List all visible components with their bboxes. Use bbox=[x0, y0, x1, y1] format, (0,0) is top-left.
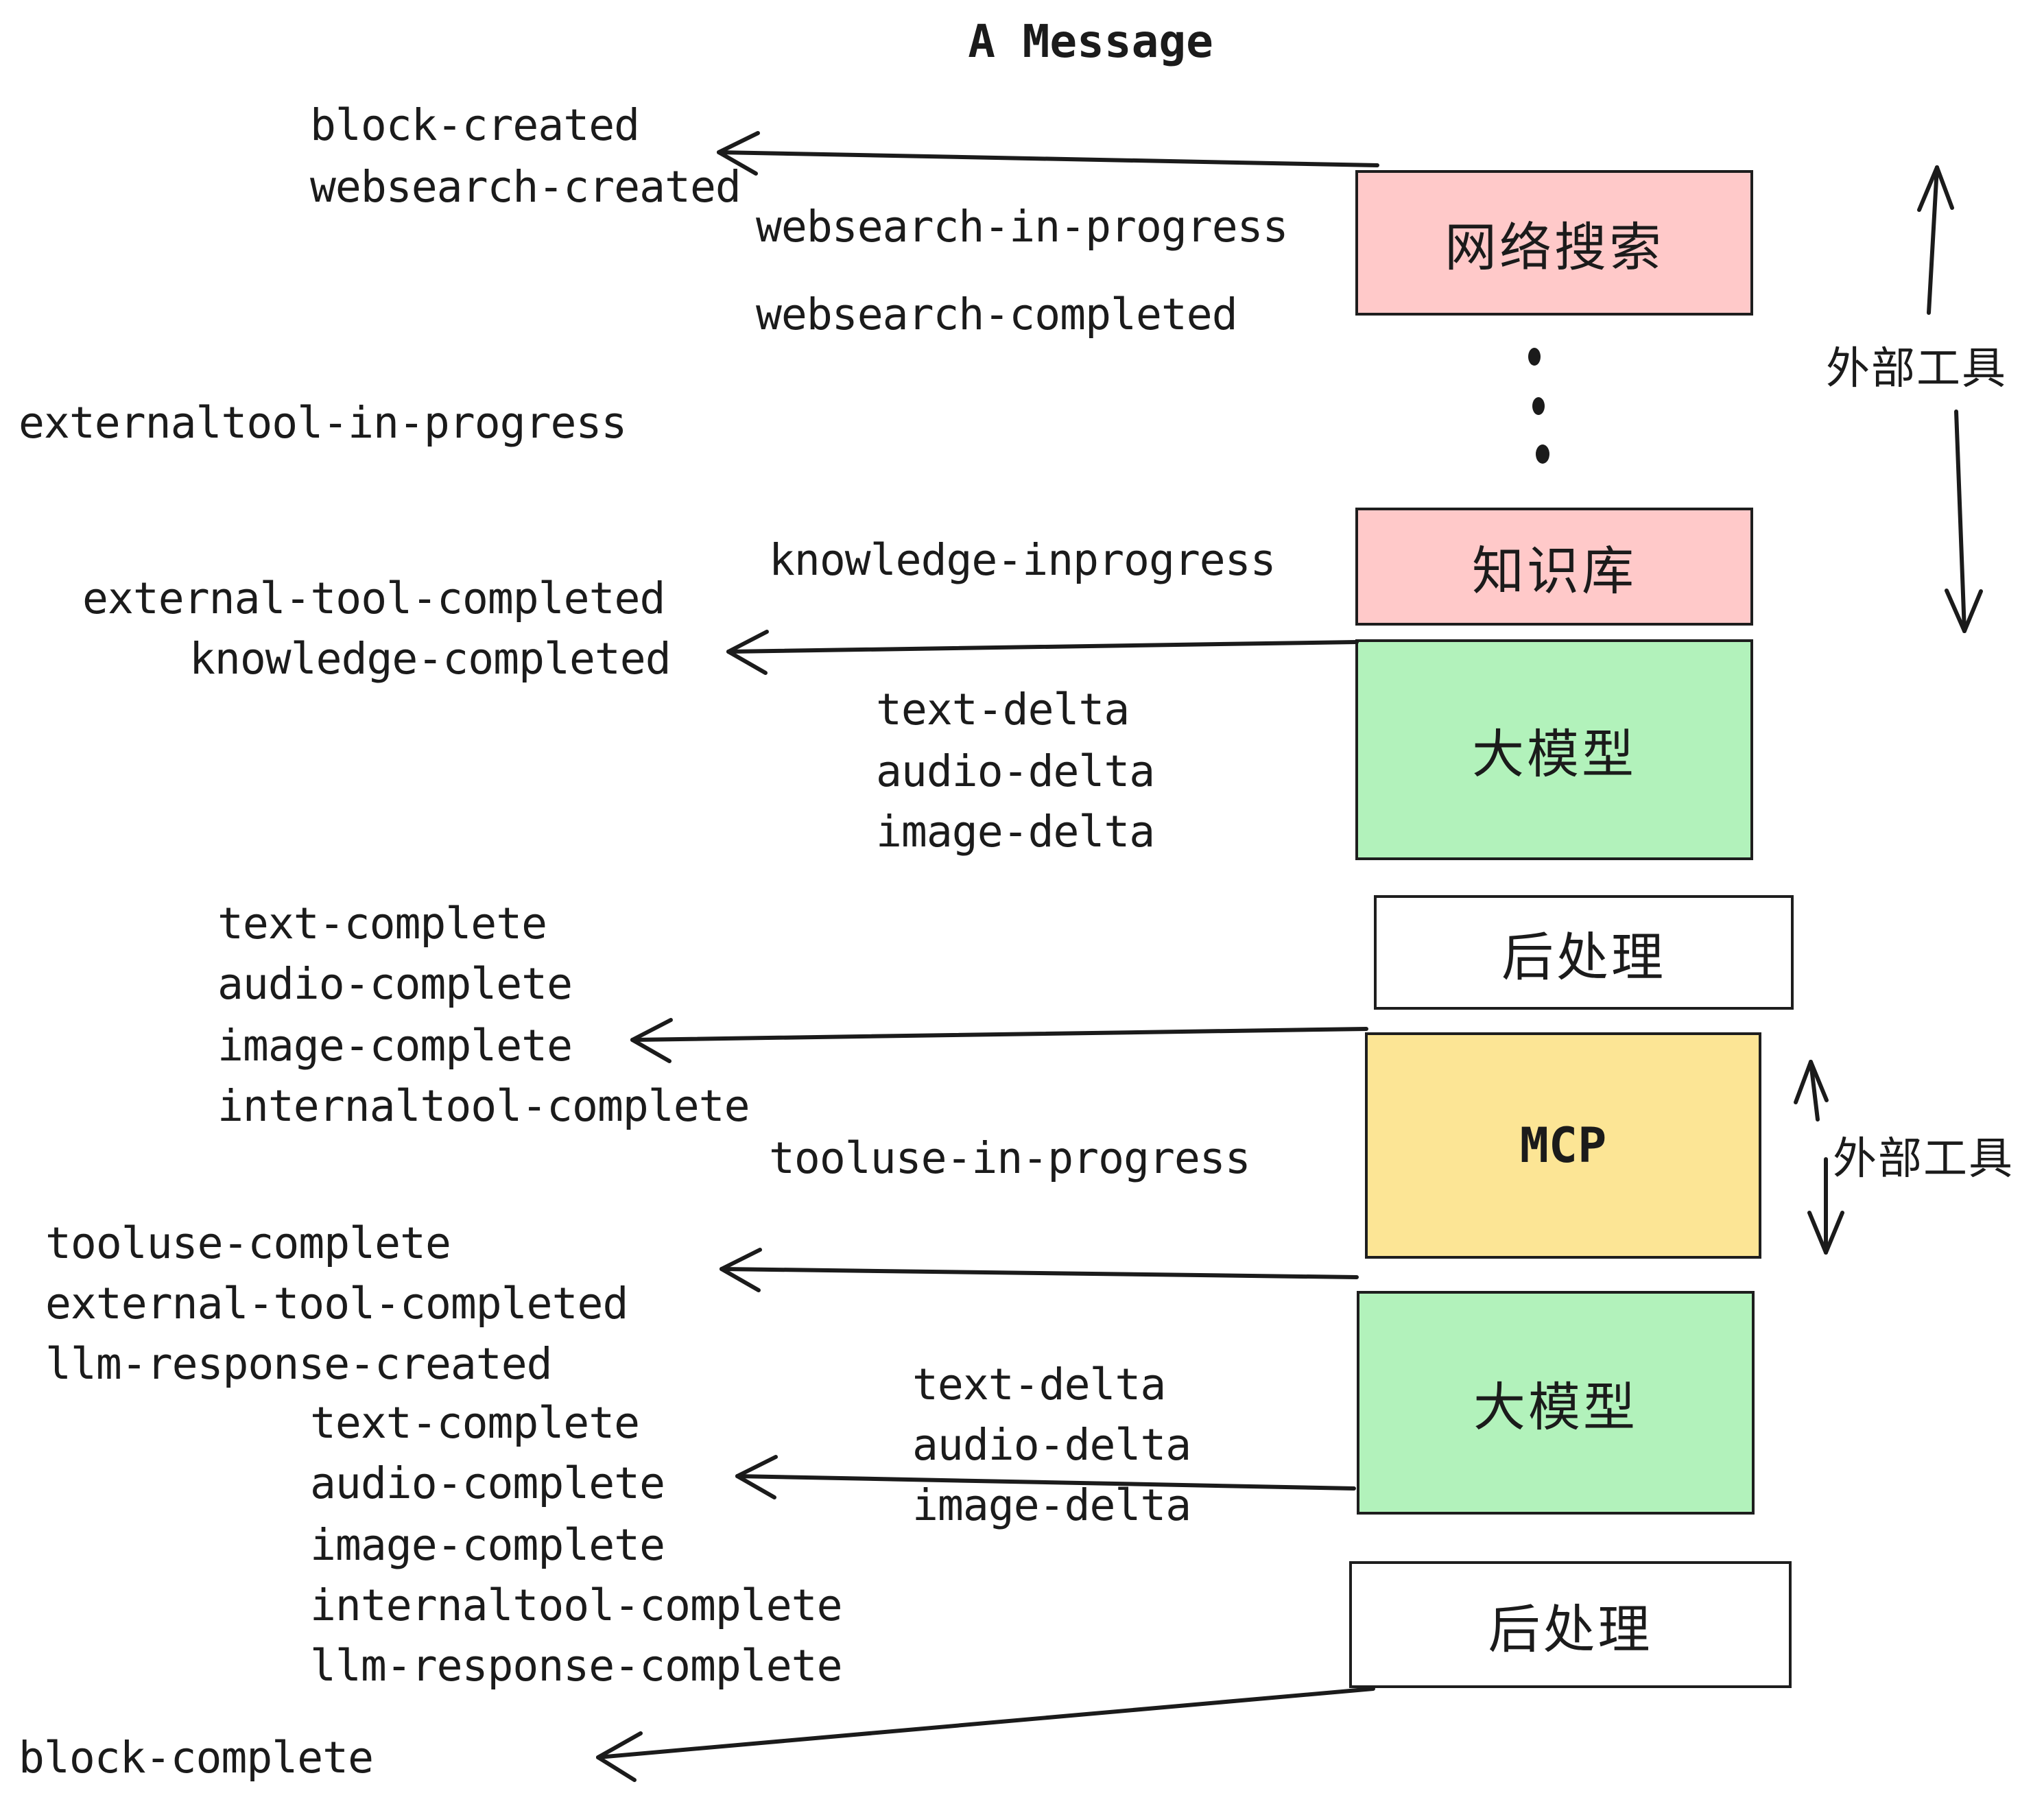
arrow-external-tools-top-down bbox=[1945, 410, 1983, 633]
event-external-tool-completed: external-tool-completed bbox=[82, 573, 665, 624]
event-internaltool-complete-2: internaltool-complete bbox=[310, 1580, 843, 1630]
label-external-tools-bottom: 外部工具 bbox=[1833, 1134, 2014, 1185]
box-postprocess-1-label: 后处理 bbox=[1501, 926, 1666, 988]
event-image-complete: image-complete bbox=[217, 1021, 573, 1071]
event-audio-delta: audio-delta bbox=[876, 746, 1155, 796]
event-block-complete: block-complete bbox=[19, 1733, 374, 1783]
box-llm-1: 大模型 bbox=[1355, 639, 1753, 860]
box-mcp-label: MCP bbox=[1519, 1117, 1607, 1174]
arrow-image-complete bbox=[630, 1018, 1368, 1063]
event-externaltool-in-progress: externaltool-in-progress bbox=[19, 398, 627, 448]
event-tooluse-complete: tooluse-complete bbox=[45, 1218, 451, 1268]
arrow-external-tool-completed bbox=[720, 1248, 1359, 1292]
event-knowledge-inprogress: knowledge-inprogress bbox=[769, 535, 1276, 585]
arrow-knowledge-completed bbox=[726, 630, 1359, 675]
arrow-websearch-created bbox=[717, 131, 1379, 176]
event-text-complete: text-complete bbox=[217, 899, 547, 949]
box-websearch-label: 网络搜索 bbox=[1445, 217, 1664, 278]
event-text-delta: text-delta bbox=[876, 685, 1130, 735]
event-block-created: block-created bbox=[310, 100, 640, 150]
box-postprocess-2: 后处理 bbox=[1349, 1561, 1792, 1688]
box-postprocess-2-label: 后处理 bbox=[1488, 1598, 1653, 1660]
event-internaltool-complete: internaltool-complete bbox=[217, 1081, 750, 1131]
arrow-external-tools-top-up bbox=[1917, 165, 1954, 315]
event-llm-response-created: llm-response-created bbox=[45, 1339, 553, 1389]
event-websearch-in-progress: websearch-in-progress bbox=[756, 202, 1289, 252]
box-mcp: MCP bbox=[1365, 1032, 1761, 1259]
event-tooluse-in-progress: tooluse-in-progress bbox=[769, 1133, 1251, 1183]
box-knowledge-label: 知识库 bbox=[1472, 541, 1637, 602]
event-websearch-completed: websearch-completed bbox=[756, 289, 1238, 340]
event-audio-complete-2: audio-complete bbox=[310, 1458, 665, 1508]
arrow-external-tools-bottom-up bbox=[1794, 1060, 1829, 1121]
event-text-complete-2: text-complete bbox=[310, 1398, 640, 1448]
event-external-tool-completed-2: external-tool-completed bbox=[45, 1279, 628, 1329]
box-llm-2: 大模型 bbox=[1357, 1291, 1755, 1515]
box-websearch: 网络搜索 bbox=[1355, 170, 1753, 316]
event-image-delta: image-delta bbox=[876, 807, 1155, 857]
event-websearch-created: websearch-created bbox=[310, 162, 741, 212]
ellipsis-dots bbox=[1528, 348, 1549, 464]
box-knowledge: 知识库 bbox=[1355, 508, 1753, 626]
event-text-delta-2: text-delta bbox=[912, 1360, 1166, 1410]
event-audio-delta-2: audio-delta bbox=[912, 1420, 1191, 1470]
box-llm-1-label: 大模型 bbox=[1472, 724, 1637, 785]
event-audio-complete: audio-complete bbox=[217, 959, 573, 1009]
event-image-complete-2: image-complete bbox=[310, 1520, 665, 1570]
event-llm-response-complete: llm-response-complete bbox=[310, 1641, 843, 1691]
arrow-block-complete bbox=[596, 1687, 1375, 1782]
diagram-title: A Message bbox=[968, 15, 1213, 68]
label-external-tools-top: 外部工具 bbox=[1826, 344, 2007, 394]
box-postprocess-1: 后处理 bbox=[1374, 895, 1794, 1010]
box-llm-2-label: 大模型 bbox=[1473, 1377, 1638, 1438]
event-knowledge-completed: knowledge-completed bbox=[189, 634, 672, 684]
event-image-delta-2: image-delta bbox=[912, 1480, 1191, 1530]
